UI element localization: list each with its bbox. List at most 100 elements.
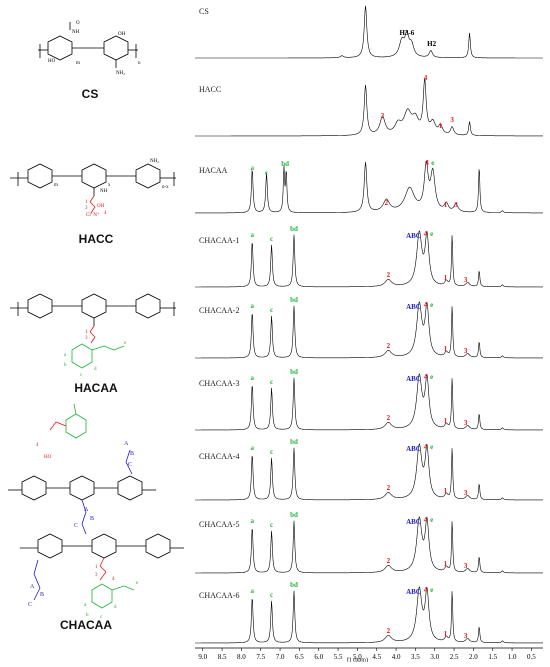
peak-label: 4 [424,443,428,451]
svg-text:NH₂: NH₂ [116,71,125,76]
svg-text:B: B [90,516,94,522]
spectrum-trace [195,160,543,214]
svg-text:m: m [54,183,58,188]
peak-label: 1 [444,274,448,282]
peak-label: c [265,169,268,177]
peak-label: 3 [464,419,468,427]
svg-text:a: a [64,353,67,358]
peak-label: 3 [454,201,458,209]
svg-text:3: 3 [85,206,88,211]
peak-label: bd [290,296,298,304]
peak-label: ABC [406,232,421,240]
peak-label: a [250,444,254,452]
peak-label: c [270,591,273,599]
peak-label: 2 [385,199,389,207]
svg-text:HO: HO [44,455,52,460]
svg-text:NH: NH [100,189,108,194]
x-tick-label: 6.0 [314,653,323,661]
peak-label: a [250,231,254,239]
svg-text:4: 4 [104,211,107,216]
spectrum-trace [195,230,543,288]
peak-label: 3 [464,276,468,284]
svg-text:NH: NH [72,30,80,35]
spectra-svg: CSHACCHACAACHACAA-1CHACAA-2CHACAA-3CHACA… [195,5,543,664]
peak-label: e [430,443,433,451]
svg-text:b: b [64,363,67,368]
spectrum-trace [195,78,543,137]
svg-text:3: 3 [95,573,98,578]
structures-panel: O NH HO NH₂ OH m n 1 3 OH Cl⁻N⁺ 4 N [0,0,185,662]
svg-text:Cl⁻N⁺: Cl⁻N⁺ [86,212,100,218]
peak-label: a [250,302,254,310]
x-tick-label: 2.5 [450,653,459,661]
peak-label: c [270,378,273,386]
peak-label: ABC [406,445,421,453]
svg-text:x: x [108,183,111,188]
x-tick-label: 8.0 [237,653,246,661]
peak-label: e [430,230,433,238]
peak-label: bd [290,225,298,233]
peak-label: 1 [444,201,448,209]
peak-label: 2 [387,627,391,635]
svg-text:e: e [124,341,127,346]
x-tick-label: 6.5 [295,653,304,661]
svg-text:n-x: n-x [162,185,169,190]
peak-label: ABC [406,588,421,596]
svg-text:4: 4 [36,443,39,448]
spectrum-name: CHACAA-5 [199,520,239,529]
x-tick-label: 7.0 [276,653,285,661]
svg-text:B: B [40,592,44,598]
x-tick-label: 7.5 [256,653,265,661]
spectrum-name: HACC [199,85,221,94]
chacaa-aryl-bottom [91,583,135,609]
x-tick-label: 3.0 [430,653,439,661]
hacaa-structure [10,293,176,326]
peak-label: ABC [406,518,421,526]
svg-text:OH: OH [118,32,126,37]
peak-label: bd [290,368,298,376]
peak-label: 4 [424,516,428,524]
x-tick-label: 0.5 [527,653,536,661]
peak-label: bd [290,438,298,446]
peak-label: 4 [424,74,428,82]
hacc-quat-group [89,195,96,214]
hacaa-aryl-group [71,343,125,369]
chacaa-structure [8,475,184,559]
svg-text:c: c [80,373,83,378]
svg-text:B: B [130,451,134,457]
spectrum-trace [195,301,543,359]
x-tick-label: 2.0 [469,653,478,661]
svg-text:c: c [100,615,103,620]
peak-label: c [270,521,273,529]
chacaa-aryl-top [65,403,87,439]
svg-text:4: 4 [112,577,115,582]
peak-label: ABC [406,303,421,311]
svg-text:e: e [136,581,139,586]
peak-label: e [430,373,433,381]
peak-label: 4 [424,373,428,381]
hacaa-quat-group [89,325,96,344]
spectrum-name: HACAA [199,166,228,175]
peak-label: H2 [427,40,436,48]
peak-label: H3-6 [400,29,415,37]
svg-text:HO: HO [48,59,56,64]
spectra-traces [195,5,543,644]
peak-label: 2 [381,112,385,120]
peak-label: e [430,586,433,594]
svg-text:C: C [128,462,132,468]
x-axis-label: f1 (ppm) [347,657,368,663]
peak-label: 1 [439,122,443,130]
chacaa-crosslink [33,449,133,601]
peak-label: 1 [444,630,448,638]
peak-label: e [430,301,433,309]
svg-text:n: n [138,61,141,66]
peak-label: 3 [464,562,468,570]
svg-text:3: 3 [85,336,88,341]
spectrum-name: CHACAA-6 [199,591,239,600]
x-tick-label: 8.5 [218,653,227,661]
spectrum-name: CS [199,7,209,16]
svg-text:m: m [76,61,80,66]
spectrum-trace [195,443,543,501]
x-tick-label: 1.5 [488,653,497,661]
